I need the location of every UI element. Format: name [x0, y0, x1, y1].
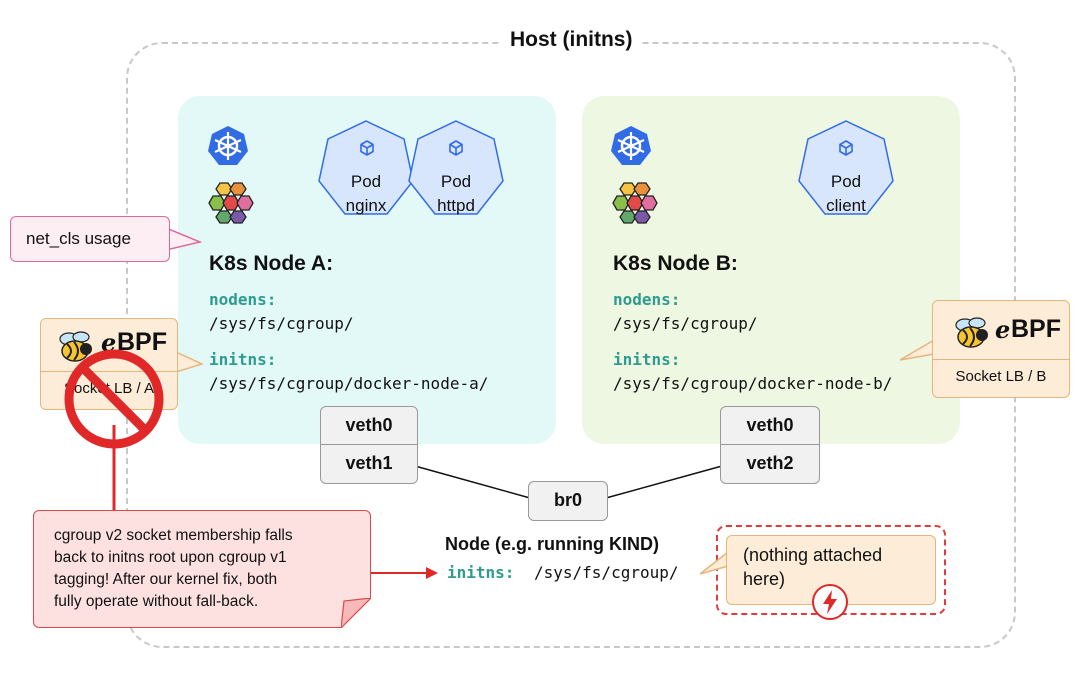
pod-client-label: Pod client: [796, 171, 896, 217]
nothing-line: (nothing attached: [743, 545, 883, 565]
cilium-icon: [612, 182, 658, 224]
veth1-label: veth1: [321, 444, 417, 482]
pod-cube-icon: [839, 140, 853, 156]
pod-client-heptagon: [798, 120, 894, 215]
note-line: cgroup v2 socket membership falls: [54, 527, 293, 544]
pod-httpd-heptagon: [408, 120, 504, 215]
ebpf-caption: Socket LB / B: [933, 359, 1069, 396]
cilium-icon: [208, 182, 254, 224]
host-title: Host (initns): [500, 28, 643, 52]
red-warning-note: cgroup v2 socket membership falls back t…: [33, 510, 371, 628]
callout-pointer: [176, 351, 204, 373]
link-veth1-br0: [414, 465, 531, 499]
note-line: back to initns root upon cgroup v1: [54, 549, 287, 566]
link-veth2-br0: [605, 465, 723, 499]
prohibited-icon: [64, 349, 164, 530]
node-a-initns-label: initns:: [209, 350, 277, 369]
lightning-alert-icon: [812, 584, 848, 620]
note-line: tagging! After our kernel fix, both: [54, 571, 278, 588]
node-b-nodens-label: nodens:: [613, 290, 681, 309]
pod-cube-icon: [449, 140, 463, 156]
pod-httpd-label: Pod httpd: [406, 171, 506, 217]
pod-label-line1: Pod: [830, 172, 862, 191]
node-a-nodens-path: /sys/fs/cgroup/: [209, 314, 354, 333]
callout-pointer: [166, 227, 202, 251]
node-b-initns-label: initns:: [613, 350, 681, 369]
node-b-initns-path: /sys/fs/cgroup/docker-node-b/: [613, 374, 893, 393]
ebpf-bee-icon: [955, 317, 988, 348]
kubernetes-icon: [611, 126, 651, 165]
host-initns-path: /sys/fs/cgroup/: [534, 563, 679, 582]
ebpf-socket-lb-b: e BPF Socket LB / B: [932, 300, 1070, 398]
ebpf-e-glyph: e: [995, 315, 1011, 344]
kubernetes-icon: [208, 126, 248, 165]
pod-cube-icon: [360, 140, 374, 156]
veth2-label: veth2: [721, 444, 819, 482]
ebpf-logo-text: BPF: [1011, 315, 1061, 343]
red-arrow-head: [426, 567, 438, 579]
ebpf-bee-icon: [59, 331, 92, 362]
nothing-attached-callout: (nothing attached here): [726, 535, 936, 605]
net-cls-callout: net_cls usage: [10, 216, 170, 262]
node-b-nodens-path: /sys/fs/cgroup/: [613, 314, 758, 333]
host-initns-label: initns:: [447, 563, 515, 582]
nothing-line: here): [743, 569, 786, 589]
bridge-br0: br0: [528, 481, 608, 521]
node-a-veth-stack: veth0 veth1: [320, 406, 418, 484]
host-node-title: Node (e.g. running KIND): [445, 534, 659, 554]
pod-label-line2: httpd: [437, 196, 475, 215]
pod-nginx-label: Pod nginx: [316, 171, 416, 217]
pod-label-line1: Pod: [350, 172, 382, 191]
ebpf-logo: e BPF: [933, 301, 1069, 359]
callout-pointer: [900, 338, 936, 361]
veth0-label: veth0: [746, 415, 794, 435]
node-a-initns-path: /sys/fs/cgroup/docker-node-a/: [209, 374, 489, 393]
node-b-title: K8s Node B:: [613, 252, 738, 275]
note-folded-corner-icon: [341, 598, 371, 628]
node-a-title: K8s Node A:: [209, 252, 334, 275]
veth0-label: veth0: [345, 415, 393, 435]
pod-label-line1: Pod: [440, 172, 472, 191]
node-b-veth-stack: veth0 veth2: [720, 406, 820, 484]
pod-nginx-heptagon: [318, 120, 414, 215]
node-a-nodens-label: nodens:: [209, 290, 277, 309]
pod-label-line2: client: [826, 196, 866, 215]
pod-label-line2: nginx: [345, 196, 387, 215]
note-line: fully operate without fall-back.: [54, 593, 259, 610]
